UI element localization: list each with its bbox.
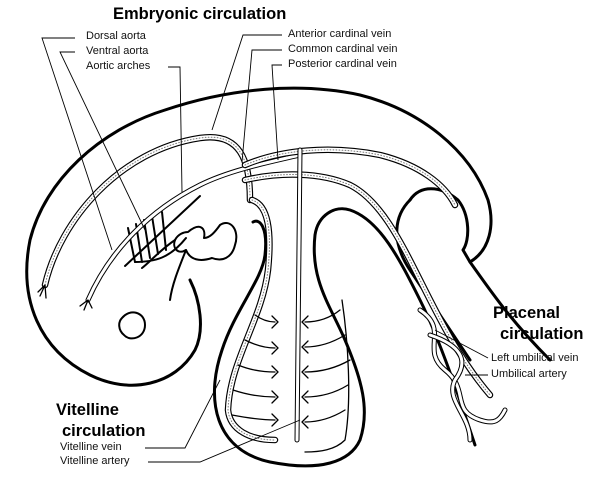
embryonic-circulation-title: Embryonic circulation xyxy=(113,5,287,23)
leader-vitelline-artery xyxy=(148,419,301,463)
leader-lines xyxy=(41,34,489,463)
label-left-umbilical-vein: Left umbilical vein xyxy=(491,352,579,364)
dorsal-aorta-vessel xyxy=(41,133,254,289)
label-posterior-cardinal-vein: Posterior cardinal vein xyxy=(288,58,397,70)
heart-outflow xyxy=(141,239,187,301)
umbilical-vessels xyxy=(417,307,508,443)
ventral-aorta-vessel xyxy=(85,152,303,303)
placental-circulation-title-line2: circulation xyxy=(500,325,584,343)
placental-circulation-title-line1: Placenal xyxy=(493,304,560,322)
leader-dorsal-aorta xyxy=(41,37,113,251)
vitelline-vein-vessel xyxy=(224,196,279,444)
leader-aortic-arches xyxy=(168,66,183,193)
embryo-body-outline xyxy=(25,86,493,387)
leader-left-umbilical-vein xyxy=(434,329,489,359)
label-common-cardinal-vein: Common cardinal vein xyxy=(288,43,398,55)
leader-ventral-aorta xyxy=(59,51,146,231)
vitelline-circulation-title-line1: Vitelline xyxy=(56,401,119,419)
vitelline-branches-left xyxy=(231,314,279,427)
label-umbilical-artery: Umbilical artery xyxy=(491,368,567,380)
leader-posterior-cardinal-vein xyxy=(271,64,282,161)
leader-anterior-cardinal-vein xyxy=(211,34,282,131)
yolk-sac-outline xyxy=(213,207,477,468)
label-ventral-aorta: Ventral aorta xyxy=(86,45,149,57)
label-dorsal-aorta: Dorsal aorta xyxy=(86,30,146,42)
heart xyxy=(173,222,238,261)
aortic-arches-drawing xyxy=(124,195,201,267)
vitelline-circulation-title-line2: circulation xyxy=(62,422,146,440)
label-anterior-cardinal-vein: Anterior cardinal vein xyxy=(288,28,392,40)
label-vitelline-vein: Vitelline vein xyxy=(60,441,122,453)
label-vitelline-artery: Vitelline artery xyxy=(60,455,130,467)
allantois-outline xyxy=(395,198,552,362)
otic-vesicle xyxy=(118,311,146,340)
vitelline-branches-right xyxy=(301,299,351,453)
leader-common-cardinal-vein xyxy=(241,49,282,163)
head-vessel-branch xyxy=(37,284,93,311)
label-aortic-arches: Aortic arches xyxy=(86,60,151,72)
leader-vitelline-vein xyxy=(145,379,221,449)
